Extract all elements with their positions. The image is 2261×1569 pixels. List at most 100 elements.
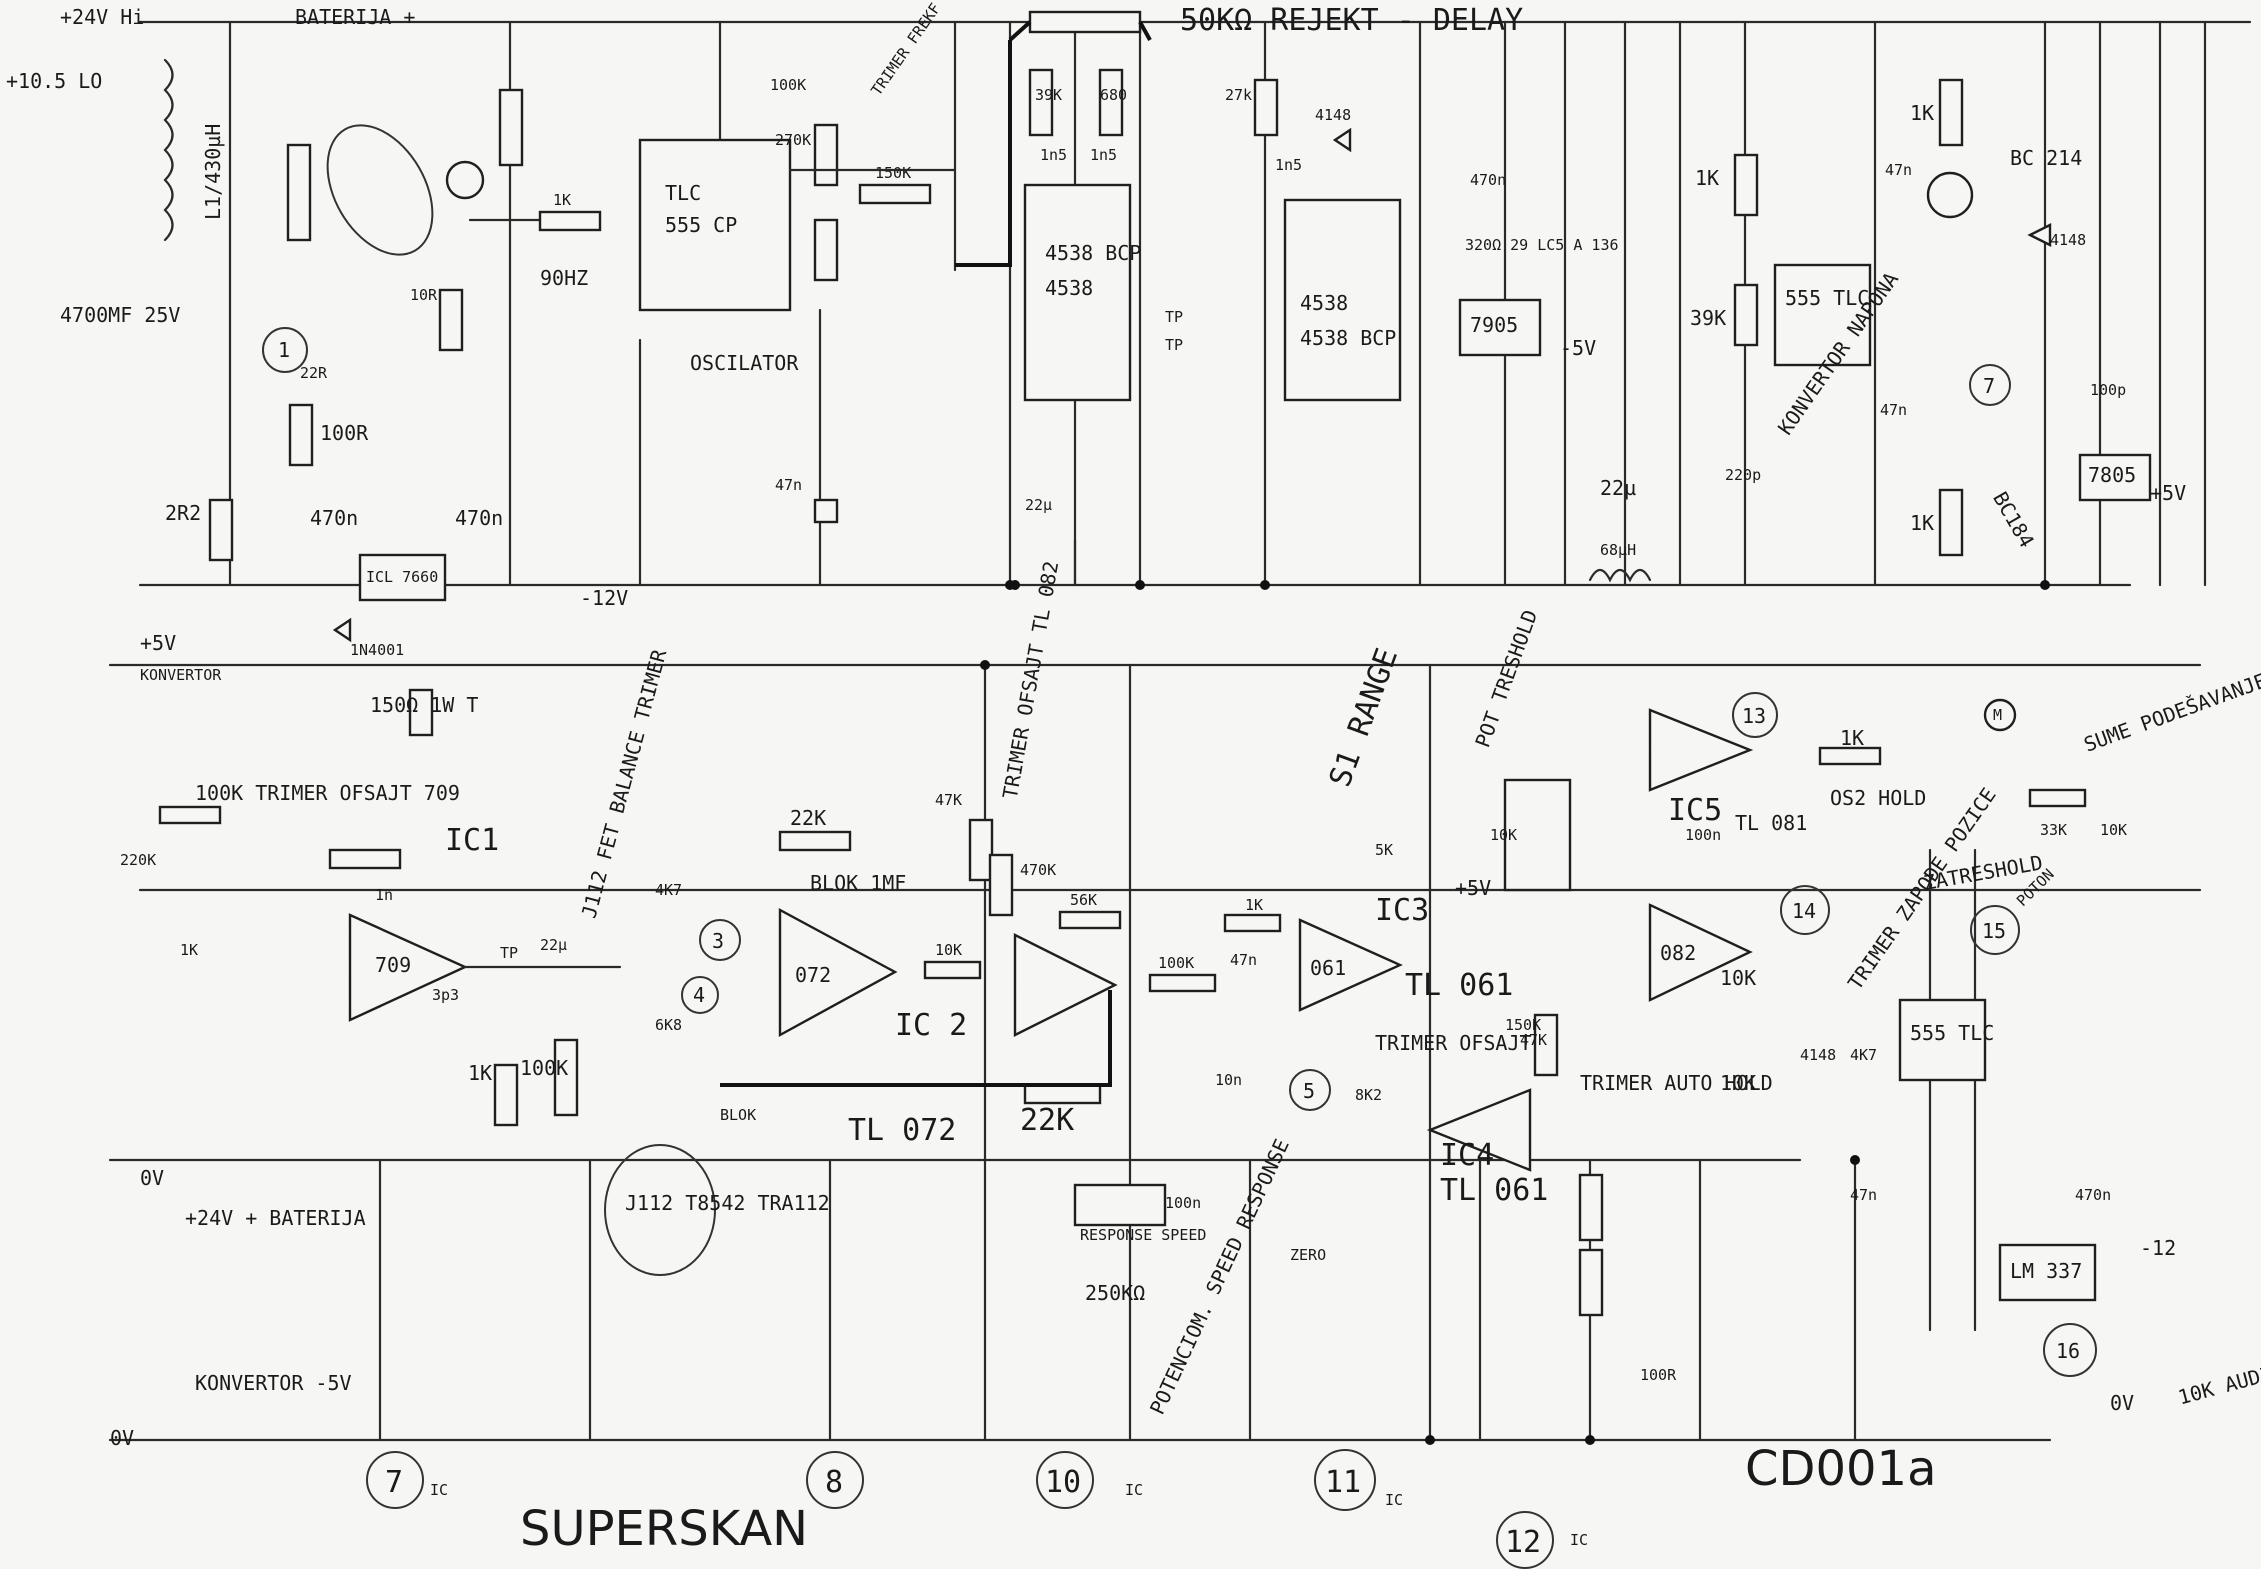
- ic-tag-7: IC: [430, 1481, 448, 1499]
- resistor-1k-conv-b-label: 1K: [1910, 511, 1934, 535]
- mono1-c2-label: 1n5: [1090, 146, 1117, 164]
- stage4-8k2-label: 8K2: [1355, 1086, 1382, 1104]
- trimmer-100k: [158, 805, 222, 825]
- stage4-150k-label: 150K: [1505, 1016, 1541, 1034]
- threshold-pot-box: [1503, 778, 1572, 892]
- diode-4148-mono2: [1332, 127, 1352, 153]
- front-22u-label: 22µ: [540, 936, 567, 954]
- ic-tags: 7 IC 8 10 IC 11 IC 12 IC: [366, 1449, 1588, 1569]
- stage4-trimmer-offset: TRIMER OFSAJT: [1375, 1031, 1532, 1055]
- mono1-c1-label: 1n5: [1040, 146, 1067, 164]
- footer-code: CD001a: [1745, 1441, 1937, 1497]
- resistor-270k-label: 270K: [775, 131, 811, 149]
- stage4-5k-label: 5K: [1375, 841, 1393, 859]
- circle-16-text: 16: [2056, 1339, 2080, 1363]
- resistor-1k-reg: [1733, 153, 1759, 217]
- resistor-10k-stage2: [923, 960, 982, 980]
- converter-diode-label: 4148: [2050, 231, 2086, 249]
- footer: SUPERSKAN CD001a: [520, 1441, 1937, 1557]
- delay-pot[interactable]: [955, 10, 1152, 267]
- mono2-chip-alt: 4538: [1300, 291, 1348, 315]
- mono2-block: 4538 4538 BCP 27k 1n5 4148 TP TP: [1165, 78, 1402, 590]
- resistor-22r-label: 22R: [300, 364, 328, 382]
- resistor-1k-b: [493, 1063, 519, 1127]
- resistor-100k: [553, 1038, 579, 1117]
- diode-1n4001-label: 1N4001: [350, 641, 404, 659]
- circle-14-text: 14: [1792, 899, 1816, 923]
- ic-s3-opamp: [1013, 933, 1118, 1037]
- mosfet-note-circle: [326, 124, 434, 256]
- cap-470n-b-label: 470n: [455, 506, 503, 530]
- transistor-top: [445, 160, 485, 200]
- ic2-type: TL 072: [848, 1113, 956, 1148]
- output-lm337: [1998, 1243, 2097, 1302]
- oscillator-block: TLC 555 CP 90HZ OSCILATOR TRIMER FREKF 2…: [540, 0, 957, 587]
- output-4148-label: 4148: [1800, 1046, 1836, 1064]
- stage2-block: 072 IC 2 TL 072 22K BLOK 1MF 10K 22K 4K7…: [655, 806, 1112, 1148]
- front-tp-label: TP: [500, 944, 518, 962]
- stage3-56k-label: 56K: [1070, 891, 1097, 909]
- threshold-082: 082: [1660, 941, 1696, 965]
- resistor-470k-s3: [988, 853, 1014, 917]
- resistor-22k-stage2: [1023, 1083, 1102, 1105]
- plus5-label: +5V: [140, 631, 176, 655]
- front-0v-label: 0V: [140, 1166, 164, 1190]
- osc-label: OSCILATOR: [690, 351, 799, 375]
- ic4-label: IC4: [1440, 1138, 1494, 1173]
- tp1-label: TP: [1165, 308, 1183, 326]
- resistor-10r-top: [498, 88, 524, 167]
- circle-1-text: 1: [278, 338, 290, 362]
- circle-12-text: 12: [1505, 1525, 1541, 1560]
- resistor-39k-reg-label: 39K: [1690, 306, 1726, 330]
- osc-555-chip: [638, 138, 792, 312]
- minus5-label: -5V: [1560, 336, 1596, 360]
- front-1k-b-label: 1K: [468, 1061, 492, 1085]
- resistor-2r2: [208, 498, 234, 562]
- circle-15-text: 15: [1982, 919, 2006, 943]
- supply-lo-label: +10.5 LO: [6, 69, 102, 93]
- reg-7905: [1458, 298, 1542, 357]
- stage3-100k-label: 100K: [1158, 954, 1194, 972]
- front-ground-label: 0V: [110, 1426, 134, 1450]
- resistor-39k: [1028, 68, 1054, 137]
- delay-title: 50KΩ REJEKT - DELAY: [1180, 3, 1523, 38]
- cap-22u-label: 22µ: [1600, 476, 1636, 500]
- osc-chip-line1: TLC: [665, 181, 701, 205]
- mono1-chip-label: 4538 BCP: [1045, 241, 1141, 265]
- reg-7805-label: 7805: [2088, 463, 2136, 487]
- front-3p3-label: 3p3: [432, 986, 459, 1004]
- resistor-10r-label: 10R: [410, 286, 438, 304]
- resistor-topleft: [286, 143, 312, 242]
- circle-4: [681, 976, 719, 1014]
- stage2-22k-b-label: 22K: [1020, 1103, 1074, 1138]
- threshold-1k-label: 1K: [1840, 726, 1864, 750]
- front-trimmer-label: 100K TRIMER OFSAJT 709: [195, 781, 460, 805]
- mono2-diode-label: 4148: [1315, 106, 1351, 124]
- resistor-47k-s4: [1533, 1013, 1559, 1077]
- stage2-heavy-wire: [720, 990, 1112, 1087]
- icl7660-chip: [358, 553, 447, 602]
- reg-note: 320Ω 29 LC5 A 136: [1465, 236, 1619, 254]
- circle-15: [1970, 905, 2020, 955]
- cap-47n-osc: [813, 498, 839, 524]
- resistor-10r: [438, 288, 464, 352]
- output-100r-label: 100R: [1640, 1366, 1677, 1384]
- resistor-1k-reg-label: 1K: [1695, 166, 1719, 190]
- stage2-4k7-label: 4K7: [655, 881, 682, 899]
- main-cap-label: 4700MF 25V: [60, 303, 180, 327]
- osc-input-resistor-label: 1K: [553, 191, 571, 209]
- ic1-label: IC1: [445, 823, 499, 858]
- supply-hi-label: +24V Hi: [60, 5, 144, 29]
- circle-13-text: 13: [1742, 704, 1766, 728]
- ic2-label: IC 2: [895, 1008, 967, 1043]
- resistor-100k-s3: [1148, 973, 1217, 993]
- stage2-blok-b-label: BLOK: [720, 1106, 756, 1124]
- circle-8-text: 7: [1983, 374, 1995, 398]
- output-470n-label: 470n: [2075, 1186, 2111, 1204]
- circle-12: [1496, 1511, 1554, 1569]
- ic5-label: IC5: [1668, 793, 1722, 828]
- output-minus12-label: -12: [2140, 1236, 2176, 1260]
- output-33k-label: 33K: [2040, 821, 2067, 839]
- resistor-27k-label: 27k: [1225, 86, 1252, 104]
